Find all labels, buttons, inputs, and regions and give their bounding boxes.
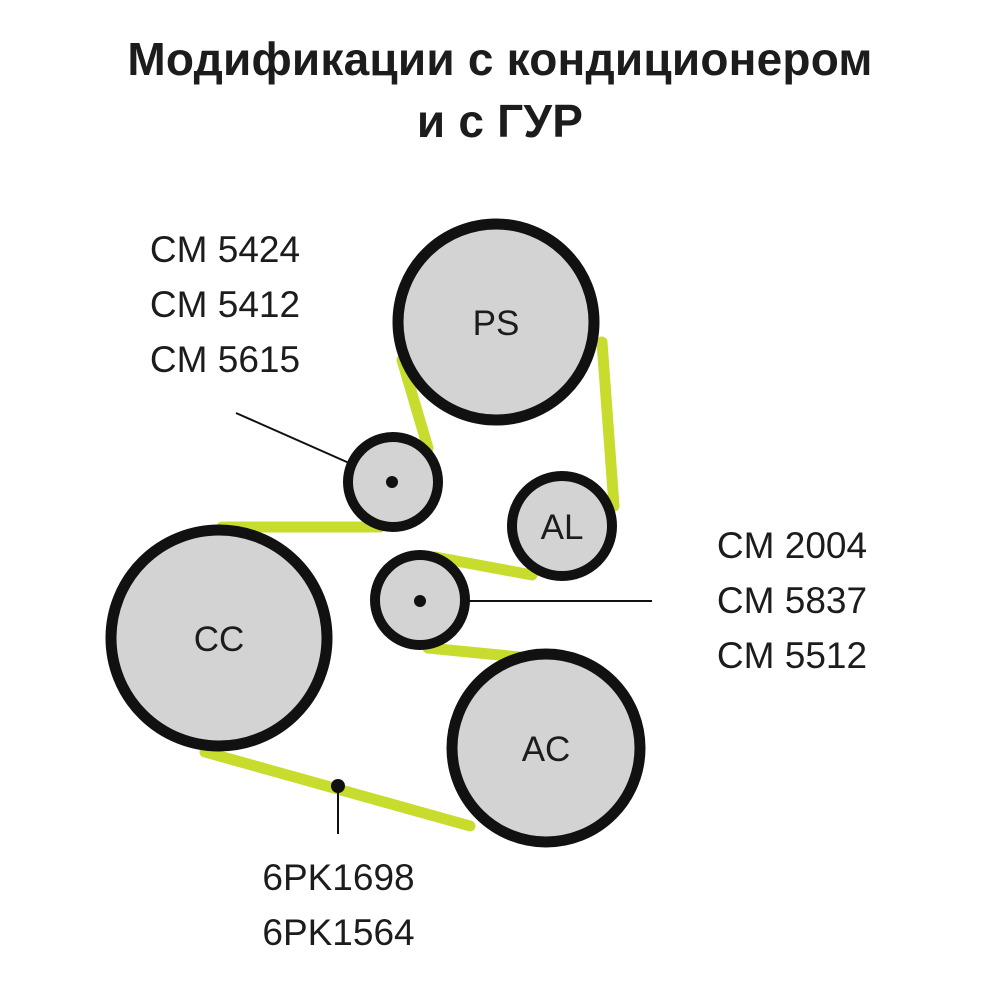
pulley-al: AL [507,471,617,581]
tensioner-pulley-center [386,476,398,488]
belt-part-number: 6PK1564 [262,912,415,953]
belt-segment-ps-tensioner [396,354,434,454]
pulley-ps-label: PS [473,304,520,343]
idler-part-numbers: CM 2004 CM 5837 CM 5512 [692,518,892,683]
pulley-ps: PS [392,218,600,426]
belt-segment-ps-al [596,336,620,512]
belt-part-number: 6PK1698 [262,857,415,898]
idler-part-number: CM 2004 [716,525,868,566]
tensioner-part-numbers: CM 5424 CM 5412 CM 5615 [130,222,320,387]
pulley-ps-circle [392,218,600,426]
belt-segment-al-idler [429,551,538,581]
pulley-cc: CC [105,524,333,752]
tensioner-part-number: CM 5412 [149,284,301,325]
title-line-2: и с ГУР [416,95,584,147]
pulley-al-circle [507,471,617,581]
pulley-ac-circle [446,648,646,848]
tensioner-part-number: CM 5424 [149,229,301,270]
tensioner-part-number: CM 5615 [149,339,301,380]
idler-part-number: CM 5512 [716,635,868,676]
belt-marker-dot [331,779,345,793]
idler-pulley [370,550,470,650]
title-line-1: Модификации с кондиционером [127,33,873,85]
pulley-al-label: AL [541,508,584,547]
pulley-ac-label: AC [522,730,571,769]
belt-part-numbers: 6PK1698 6PK1564 [246,850,431,960]
tensioner-pulley [343,432,443,532]
idler-part-number: CM 5837 [716,580,868,621]
idler-pulley-center [414,595,426,607]
pulley-cc-label: CC [194,620,245,659]
pulley-cc-circle [105,524,333,752]
pulley-ac: AC [446,648,646,848]
diagram-title: Модификации с кондиционером и с ГУР [0,28,1000,152]
